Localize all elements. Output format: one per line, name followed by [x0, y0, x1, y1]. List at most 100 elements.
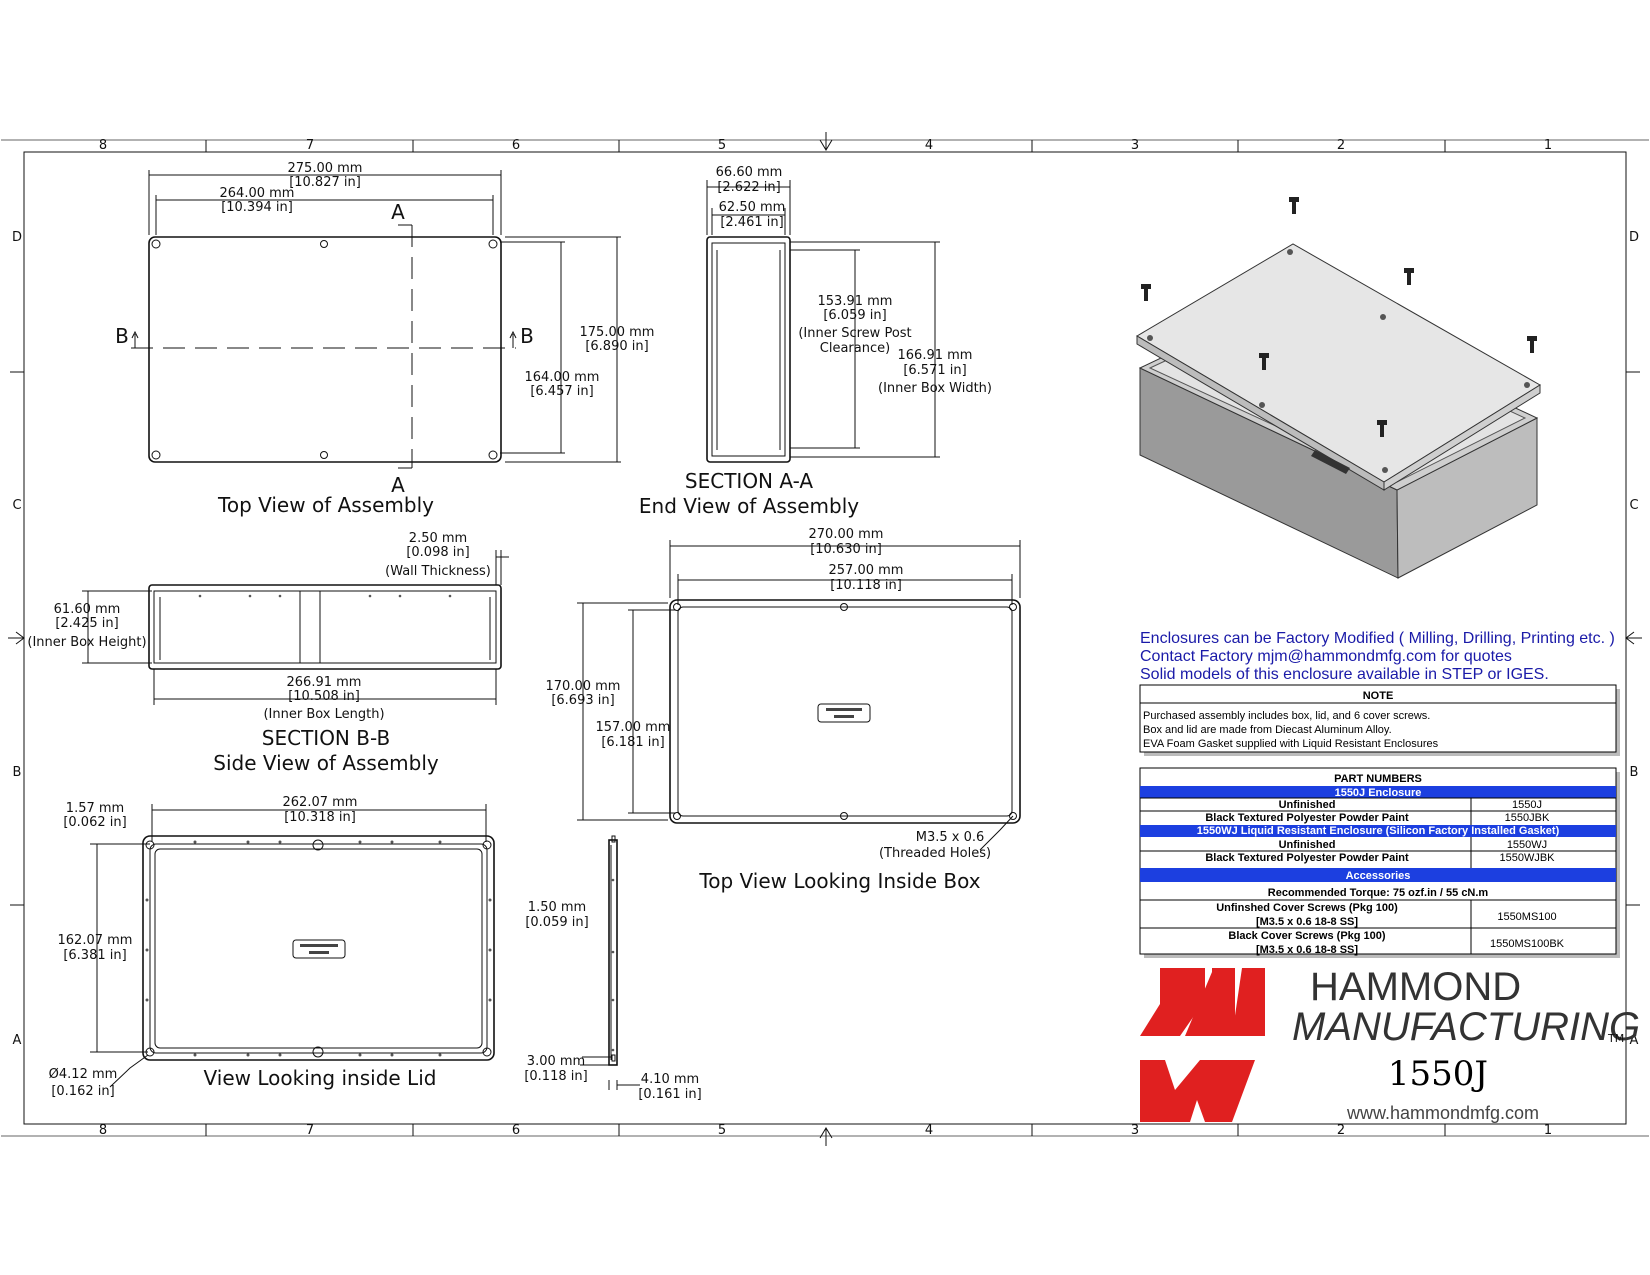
col-label: 5 [718, 138, 726, 153]
part-desc: Unfinished [1279, 799, 1336, 811]
dim-lid-height-in: [0.161 in] [638, 1087, 701, 1102]
part-number: 1550WJBK [1499, 852, 1555, 864]
section-label-a: A [391, 200, 405, 224]
hammond-logo [1140, 968, 1265, 1122]
info-line: Contact Factory mjm@hammondmfg.com for q… [1140, 648, 1512, 665]
row-label: D [12, 230, 22, 245]
part-desc: Black Textured Polyester Powder Paint [1205, 812, 1409, 824]
thread-note: (Threaded Holes) [879, 846, 991, 861]
dim-inner-length: 266.91 mm [287, 675, 362, 690]
dim-outer: 66.60 mm [716, 165, 783, 180]
info-line: Solid models of this enclosure available… [1140, 666, 1549, 683]
part-number: 1550J [1512, 799, 1542, 811]
section-aa: 66.60 mm [2.622 in] 62.50 mm [2.461 in] … [639, 165, 992, 518]
part-number: 1550WJ [1507, 839, 1547, 851]
section-label-b: B [520, 324, 534, 348]
row-label: C [12, 498, 21, 513]
dim-wall-thickness: 2.50 mm [409, 531, 467, 546]
col-label: 1 [1544, 138, 1552, 153]
info-line: Enclosures can be Factory Modified ( Mil… [1140, 630, 1615, 647]
dim-outer-in: [2.622 in] [717, 180, 780, 195]
dim-inner-height-in: [2.425 in] [55, 616, 118, 631]
col-label: 4 [925, 138, 933, 153]
dim-inner-length-note: (Inner Box Length) [263, 707, 384, 722]
model-number: 1550J [1388, 1054, 1488, 1094]
dim-inner-width-note: (Inner Box Width) [878, 381, 992, 396]
dim-wall-thickness-note: (Wall Thickness) [385, 564, 491, 579]
part-desc-spec: [M3.5 x 0.6 18-8 SS] [1256, 944, 1358, 956]
row-label: B [1630, 765, 1639, 780]
dim-wall-thickness-in: [0.098 in] [406, 545, 469, 560]
dim-screw-clearance-note: Clearance) [820, 341, 890, 356]
dim-width-1-in: [10.630 in] [810, 542, 882, 557]
dim-height-in: [6.381 in] [63, 948, 126, 963]
dim-inner-height-in: [6.457 in] [530, 384, 593, 399]
row-label: C [1629, 498, 1638, 513]
dim-inner-in: [2.461 in] [720, 215, 783, 230]
lid-side-profile: 1.50 mm [0.059 in] 3.00 mm [0.118 in] 4.… [524, 835, 702, 1102]
view-title: View Looking inside Lid [204, 1066, 437, 1090]
parts-section-header: 1550J Enclosure [1335, 787, 1422, 799]
view-title: Top View of Assembly [217, 493, 434, 517]
dim-outer-height: 175.00 mm [580, 325, 655, 340]
dim-width-in: [10.318 in] [284, 810, 356, 825]
dim-width: 262.07 mm [283, 795, 358, 810]
col-label: 7 [306, 1123, 314, 1138]
thread-spec: M3.5 x 0.6 [916, 830, 985, 845]
brand-name-line2: MANUFACTURING [1292, 1005, 1640, 1049]
part-number: 1550MS100 [1497, 911, 1556, 923]
dim-edge-in: [0.062 in] [63, 815, 126, 830]
section-label-b: B [115, 324, 129, 348]
screw-icon [1141, 197, 1537, 437]
parts-section-header: 1550WJ Liquid Resistant Enclosure (Silic… [1197, 825, 1560, 837]
inside-box-view: 270.00 mm [10.630 in] 257.00 mm [10.118 … [546, 527, 1021, 893]
isometric-enclosure-illustration [1136, 197, 1541, 579]
inside-lid-view: 1.57 mm [0.062 in] 262.07 mm [10.318 in]… [49, 795, 495, 1099]
dim-height-2: 157.00 mm [596, 720, 671, 735]
row-label: B [13, 765, 22, 780]
part-desc: Black Cover Screws (Pkg 100) [1228, 930, 1385, 942]
dim-width-1: 270.00 mm [809, 527, 884, 542]
col-label: 8 [99, 138, 107, 153]
dim-screw-clearance: 153.91 mm [818, 294, 893, 309]
dim-lid-height: 4.10 mm [641, 1072, 699, 1087]
dim-height-2-in: [6.181 in] [601, 735, 664, 750]
dim-inner-height-note: (Inner Box Height) [27, 635, 146, 650]
part-desc-spec: [M3.5 x 0.6 18-8 SS] [1256, 916, 1358, 928]
row-label: A [13, 1033, 22, 1048]
note-line: Box and lid are made from Diecast Alumin… [1143, 724, 1392, 736]
col-label: 4 [925, 1123, 933, 1138]
dim-lid-thickness: 1.50 mm [528, 900, 586, 915]
trademark: TM [1607, 1032, 1624, 1045]
dim-height: 162.07 mm [58, 933, 133, 948]
dim-screw-clearance-in: [6.059 in] [823, 308, 886, 323]
part-desc: Unfinshed Cover Screws (Pkg 100) [1216, 902, 1398, 914]
dim-outer-width: 275.00 mm [288, 161, 363, 176]
dim-width-2: 257.00 mm [829, 563, 904, 578]
dim-inner: 62.50 mm [719, 200, 786, 215]
brand-website: www.hammondmfg.com [1346, 1103, 1539, 1123]
dim-lid-thickness-in: [0.059 in] [525, 915, 588, 930]
dim-inner-width-in: [10.394 in] [221, 200, 293, 215]
brand-name: HAMMOND [1310, 965, 1521, 1009]
section-bb: 2.50 mm [0.098 in] (Wall Thickness) 61.6… [27, 531, 509, 775]
row-label: A [1630, 1033, 1639, 1048]
row-label: D [1629, 230, 1639, 245]
dim-inner-width-in: [6.571 in] [903, 363, 966, 378]
parts-section-header: Accessories [1346, 870, 1411, 882]
factory-info: Enclosures can be Factory Modified ( Mil… [1140, 630, 1615, 683]
dim-edge: 1.57 mm [66, 801, 124, 816]
dim-width-2-in: [10.118 in] [830, 578, 902, 593]
view-subtitle: End View of Assembly [639, 494, 859, 518]
dim-outer-width-in: [10.827 in] [289, 175, 361, 190]
dim-inner-height: 164.00 mm [525, 370, 600, 385]
torque-spec: Recommended Torque: 75 ozf.in / 55 cN.m [1268, 887, 1489, 899]
col-label: 1 [1544, 1123, 1552, 1138]
part-numbers-table: PART NUMBERS 1550J Enclosure Unfinished … [1139, 767, 1620, 958]
dim-lip-in: [0.118 in] [524, 1069, 587, 1084]
dim-hole-diameter-in: [0.162 in] [51, 1084, 114, 1099]
dim-inner-length-in: [10.508 in] [288, 689, 360, 704]
part-desc: Black Textured Polyester Powder Paint [1205, 852, 1409, 864]
dim-lip: 3.00 mm [527, 1054, 585, 1069]
